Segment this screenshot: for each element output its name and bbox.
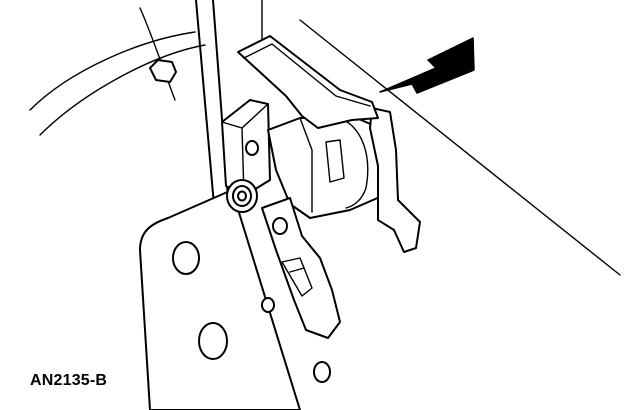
mounting-block [221,99,271,197]
latch-housing [267,115,393,219]
linkage-lever [261,197,341,339]
direction-arrow [379,37,475,94]
small-boss [149,59,177,83]
body-contour-lines [29,7,206,136]
door-panel [139,189,331,410]
panel-hole [313,361,331,383]
release-bracket [369,107,421,253]
panel-hole [172,241,200,275]
pivot-bolt [226,179,258,213]
body-panel-edge [299,19,621,276]
figure-code: AN2135-B [30,372,108,389]
panel-hole [261,297,275,313]
release-tab-edge [243,43,371,107]
panel-hole [198,322,228,360]
release-tab [237,35,379,129]
